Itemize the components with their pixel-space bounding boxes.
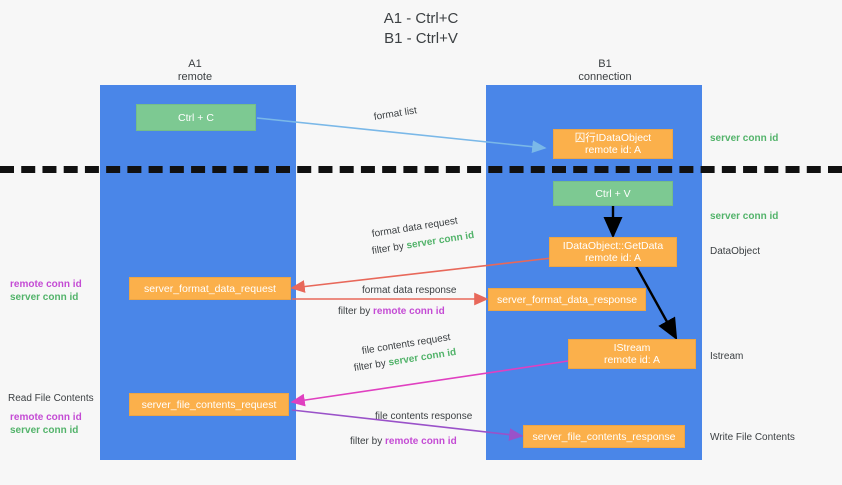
annotation-istream: Istream — [710, 351, 744, 362]
annotation-conn-ids-file: remote conn id server conn id — [10, 411, 82, 437]
box-getdata-remote-id: remote id: A — [584, 252, 642, 264]
box-server-format-data-request[interactable]: server_format_data_request — [129, 277, 291, 300]
box-getdata-label: IDataObject::GetData — [562, 240, 664, 252]
remote-conn-id-text: remote conn id — [10, 412, 82, 423]
annotation-read-file-contents: Read File Contents — [8, 393, 94, 404]
annotation-server-conn-id-top: server conn id — [710, 132, 778, 145]
filter-by-text: filter by — [371, 240, 408, 257]
server-conn-id-text: server conn id — [710, 211, 779, 222]
annotation-conn-ids-format: remote conn id server conn id — [10, 278, 82, 304]
remote-conn-id-key: remote conn id — [373, 306, 445, 317]
box-idataobject-getdata[interactable]: IDataObject::GetData remote id: A — [549, 237, 677, 267]
page-title: A1 - Ctrl+C B1 - Ctrl+V — [383, 10, 459, 47]
box-server-format-data-response-label: server_format_data_response — [496, 293, 638, 306]
box-server-format-data-request-label: server_format_data_request — [144, 282, 276, 295]
remote-conn-id-text: remote conn id — [10, 279, 82, 290]
box-idataobject-top-remote-id: remote id: A — [584, 144, 642, 156]
label-file-contents-response: file contents response — [375, 411, 473, 422]
remote-conn-id-key: remote conn id — [385, 436, 457, 447]
filter-by-text: filter by — [350, 436, 386, 447]
box-server-file-contents-response[interactable]: server_file_contents_response — [523, 425, 685, 448]
column-header-a1: A1 remote — [177, 58, 213, 83]
label-file-contents-response-filter: filter by remote conn id — [350, 435, 457, 448]
box-idataobject-top[interactable]: 囚行IDataObject remote id: A — [553, 129, 673, 159]
label-format-data-response-filter: filter by remote conn id — [338, 305, 445, 318]
label-format-list: format list — [373, 105, 418, 123]
column-header-b1: B1 connection — [578, 58, 632, 83]
box-idataobject-top-label: 囚行IDataObject — [574, 132, 652, 144]
box-istream-label: IStream — [613, 342, 651, 354]
annotation-write-file-contents: Write File Contents — [710, 432, 795, 443]
label-format-data-response: format data response — [362, 285, 457, 296]
box-server-file-contents-request[interactable]: server_file_contents_request — [129, 393, 289, 416]
annotation-server-conn-id-mid: server conn id — [710, 210, 778, 223]
server-conn-id-text: server conn id — [10, 292, 79, 303]
filter-by-text: filter by — [353, 357, 390, 374]
filter-by-text: filter by — [338, 306, 374, 317]
server-conn-id-text: server conn id — [710, 133, 779, 144]
box-ctrl-v[interactable]: Ctrl + V — [553, 181, 673, 206]
box-istream-remote-id: remote id: A — [603, 354, 661, 366]
box-ctrl-c[interactable]: Ctrl + C — [136, 104, 256, 131]
box-ctrl-c-label: Ctrl + C — [178, 111, 214, 124]
box-server-format-data-response[interactable]: server_format_data_response — [488, 288, 646, 311]
server-conn-id-text: server conn id — [10, 425, 79, 436]
phase-divider — [0, 166, 842, 173]
box-istream[interactable]: IStream remote id: A — [568, 339, 696, 369]
box-ctrl-v-label: Ctrl + V — [595, 187, 631, 200]
annotation-dataobject: DataObject — [710, 246, 761, 257]
box-server-file-contents-response-label: server_file_contents_response — [532, 430, 676, 443]
box-server-file-contents-request-label: server_file_contents_request — [141, 398, 277, 411]
